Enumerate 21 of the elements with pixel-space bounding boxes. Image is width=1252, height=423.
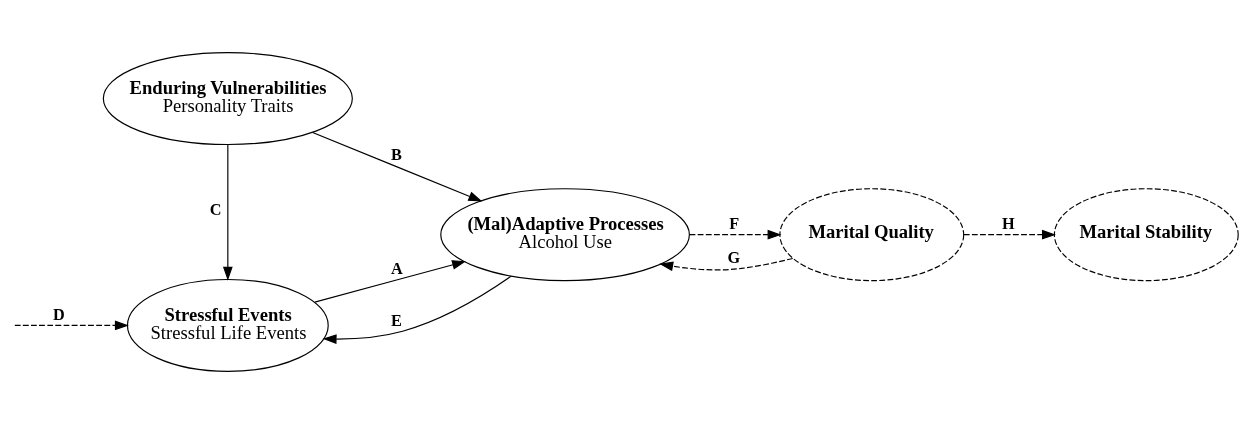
arrow: [659, 257, 794, 271]
edge-label: B: [390, 144, 402, 164]
node-ellipse: Enduring Vulnerabilities Personality Traits: [102, 51, 353, 145]
edge-label: H: [1002, 213, 1015, 233]
arrow: [322, 275, 512, 344]
node-ellipse: Marital Quality: [779, 187, 965, 281]
node-ellipse: (Mal)Adaptive Processes Alcohol Use: [440, 187, 690, 281]
node-ellipse: Stressful Events Stressful Life Events: [126, 278, 329, 372]
arrow: [14, 320, 129, 330]
edge-label: F: [729, 213, 740, 233]
arrow: [689, 229, 782, 240]
edge-label: E: [390, 310, 402, 330]
edge-label: C: [209, 199, 222, 219]
arrow: [222, 143, 233, 281]
edge-label: A: [390, 258, 403, 278]
edge-label: G: [727, 247, 741, 267]
arrow: [312, 131, 483, 202]
node-ellipse: Marital Stability: [1053, 187, 1239, 281]
edge-label: D: [53, 304, 65, 324]
arrow: [314, 259, 467, 303]
arrow: [963, 229, 1056, 240]
